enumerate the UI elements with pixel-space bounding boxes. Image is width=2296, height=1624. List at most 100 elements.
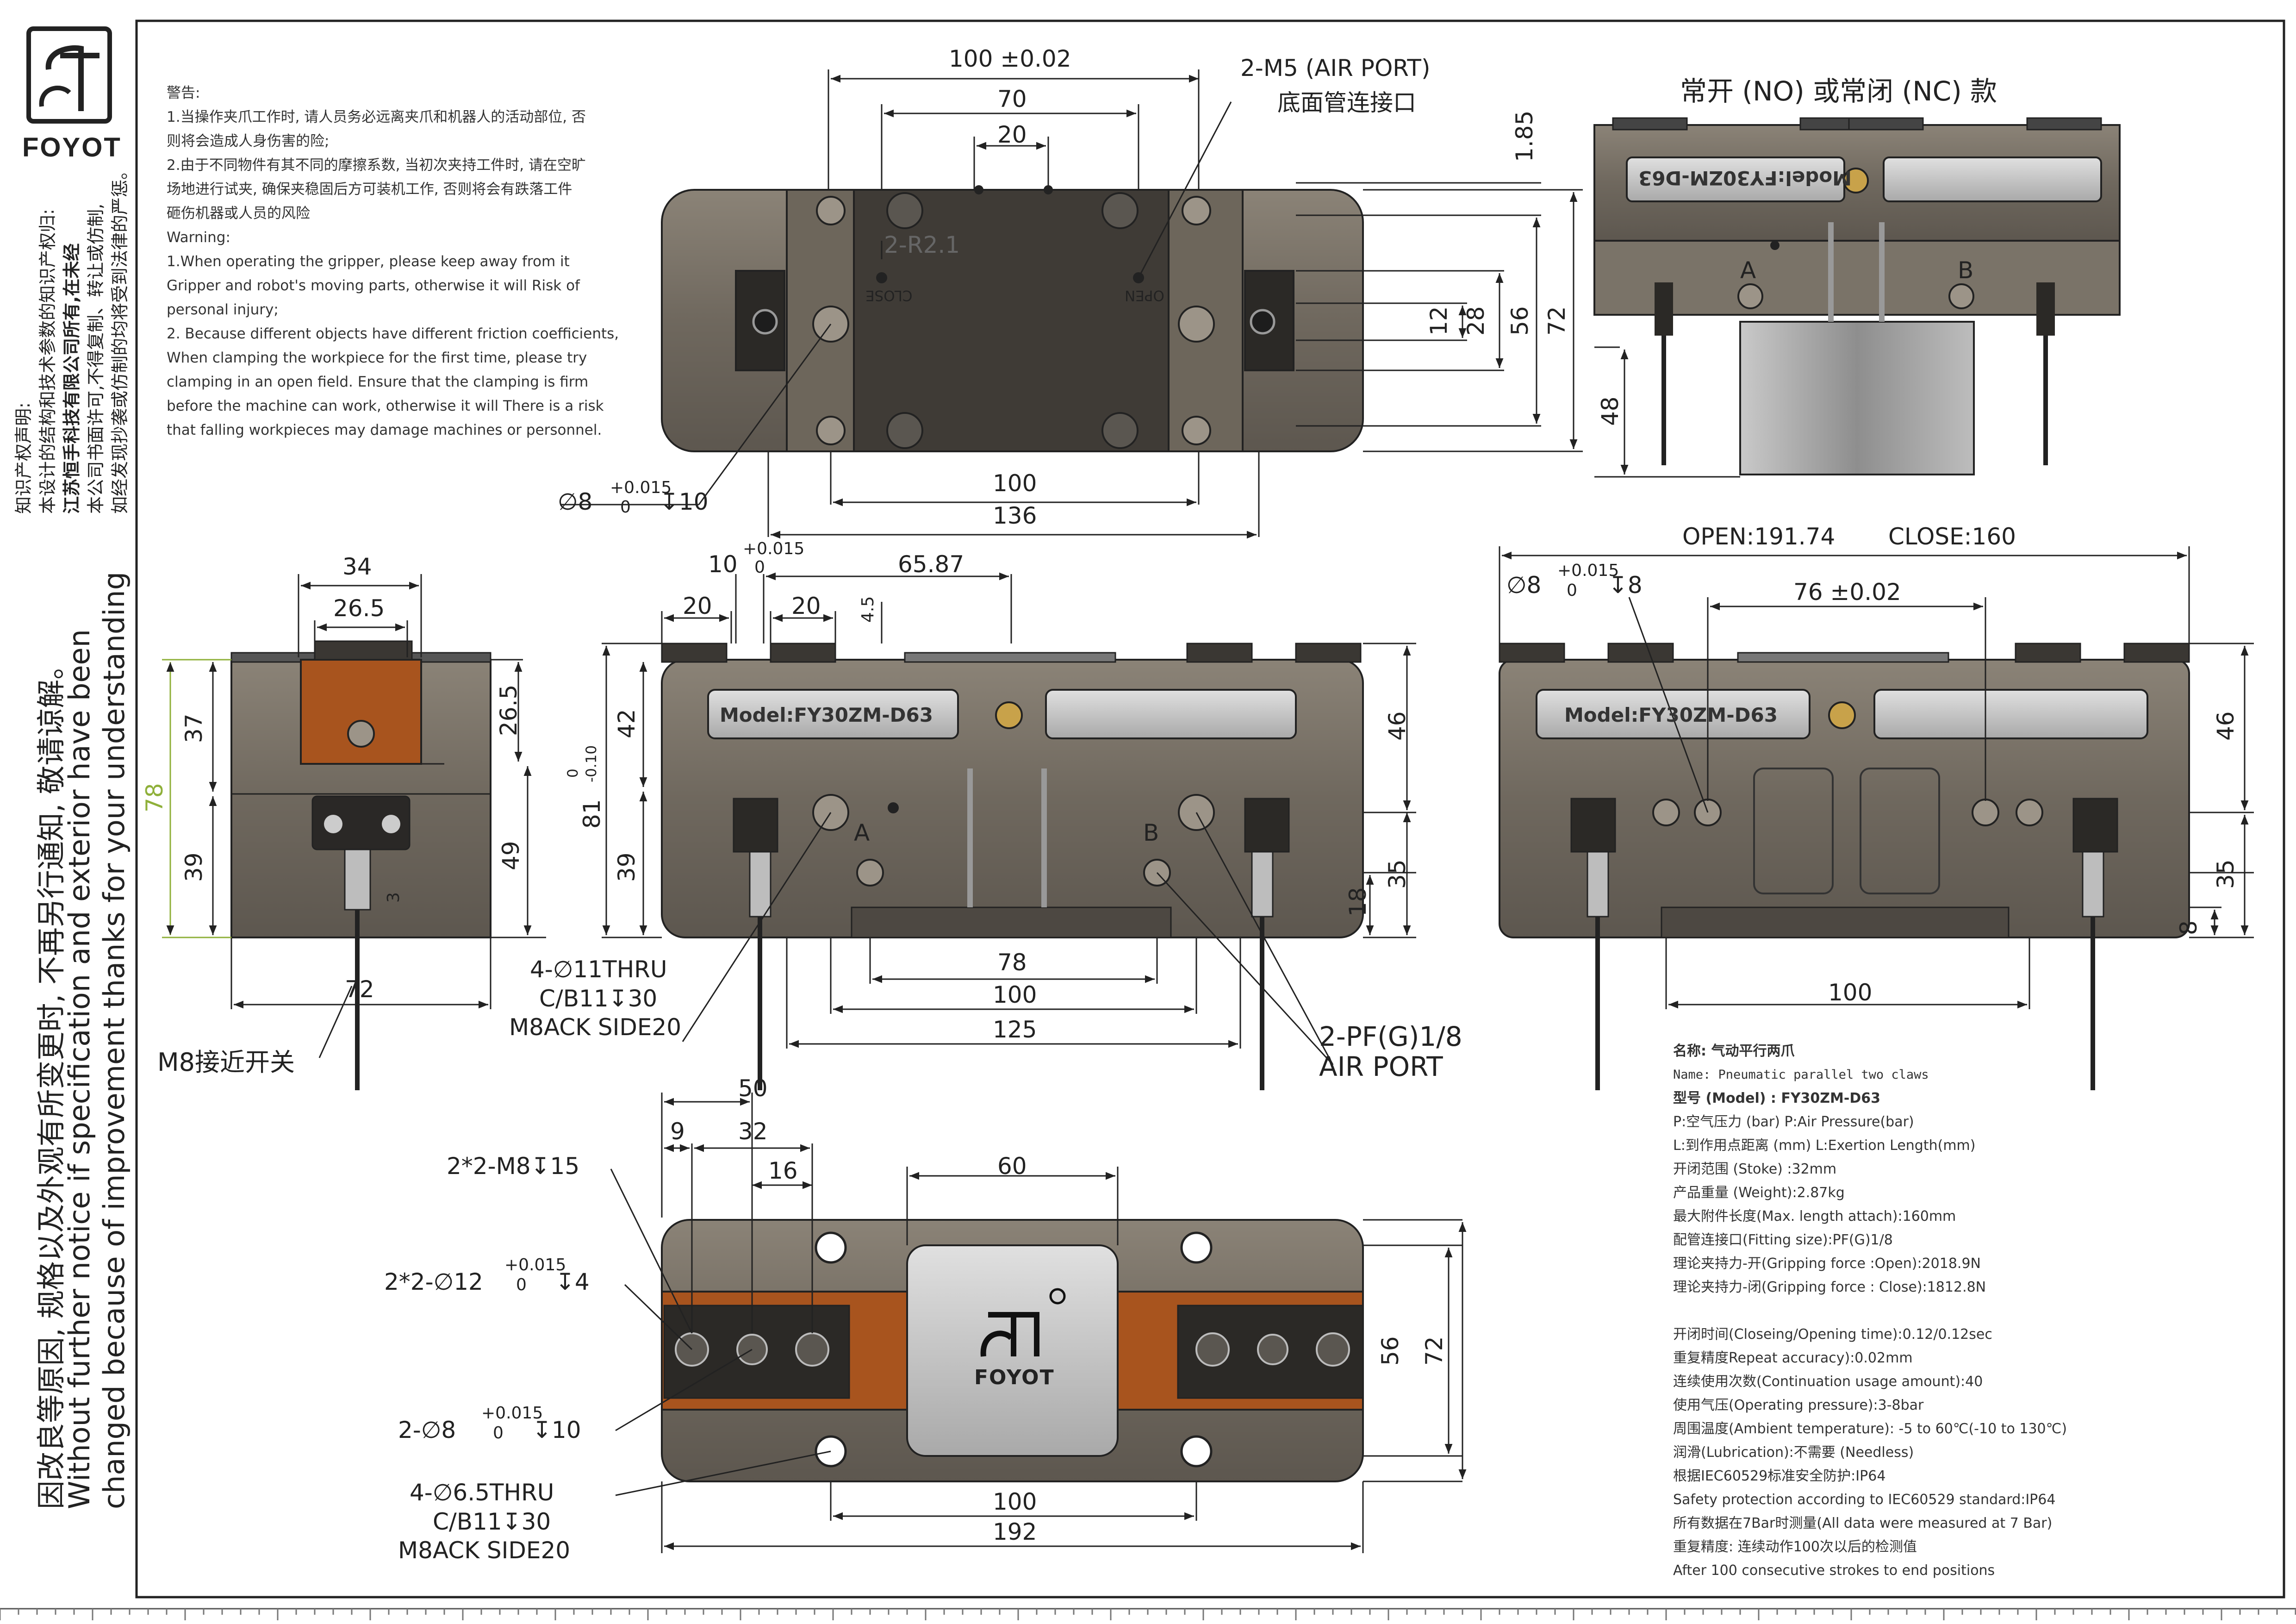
spec-ip-en: Safety protection according to IEC60529 … bbox=[1673, 1492, 2056, 1508]
spec-usage: 连续使用次数(Continuation usage amount):40 bbox=[1673, 1374, 1983, 1390]
dim-192: 192 bbox=[993, 1518, 1037, 1545]
dim-45: 4.5 bbox=[859, 596, 877, 623]
foyot-logo-icon bbox=[26, 26, 112, 124]
pin-tol-up: +0.015 bbox=[610, 478, 672, 497]
open-model-plate: Model:FY30ZM-D63 bbox=[1564, 704, 1778, 726]
close-mark: CLOSE bbox=[865, 287, 913, 304]
warning-en-2c: clamping in an open field. Ensure that t… bbox=[167, 374, 589, 390]
spec-ip-cn: 根据IEC60529标准安全防护:IP64 bbox=[1673, 1468, 1886, 1484]
nc-view bbox=[1593, 117, 2121, 478]
dim-39-front: 39 bbox=[613, 852, 640, 882]
spec-time: 开闭时间(Closeing/Opening time):0.12/0.12sec bbox=[1673, 1326, 1992, 1343]
plate-logo-text: FOYOT bbox=[974, 1366, 1055, 1389]
spec-name-en: Name: Pneumatic parallel two claws bbox=[1673, 1068, 1929, 1082]
spec-temperature: 周围温度(Ambient temperature): -5 to 60℃(-10… bbox=[1673, 1421, 2067, 1437]
copyright-line-2: 本设计的结构和技术参数的知识产权归: bbox=[37, 209, 58, 514]
dim-50: 50 bbox=[738, 1075, 768, 1102]
pf-label-2: AIR PORT bbox=[1319, 1051, 1443, 1082]
dim-136: 136 bbox=[993, 502, 1037, 529]
dim-125: 125 bbox=[993, 1016, 1037, 1043]
dim-12: 12 bbox=[1425, 306, 1452, 336]
dim-20-front-b: 20 bbox=[791, 593, 821, 619]
warning-en-2d: before the machine can work, otherwise i… bbox=[167, 398, 604, 414]
dim-3: 3 bbox=[384, 892, 403, 903]
spec-force-close: 理论夹持力-闭(Gripping force : Close):1812.8N bbox=[1673, 1279, 1986, 1295]
dim-35-front: 35 bbox=[1384, 859, 1411, 889]
brand-name: FOYOT bbox=[22, 132, 122, 162]
dim-100-front: 100 bbox=[993, 981, 1037, 1008]
d8-label: 2-∅8 bbox=[398, 1417, 456, 1443]
warning-cn-2a: 2.由于不同物件有其不同的摩擦系数, 当初次夹持工件时, 请在空旷 bbox=[167, 157, 586, 174]
dim-100-bottom-view: 100 bbox=[993, 1488, 1037, 1515]
warning-cn-2b: 场地进行试夹, 确保夹稳固后方可装机工作, 否则将会有跌落工件 bbox=[167, 181, 572, 198]
foyot-plate-logo-icon bbox=[980, 1288, 1066, 1357]
dim-72-bottom: 72 bbox=[1421, 1336, 1448, 1366]
close-stroke: CLOSE:160 bbox=[1888, 523, 2016, 550]
dim-32: 32 bbox=[738, 1118, 768, 1145]
d8-depth: ↧10 bbox=[532, 1417, 581, 1443]
dim-72: 72 bbox=[1543, 306, 1570, 336]
open-pin-depth: ↧8 bbox=[1608, 572, 1643, 599]
dim-49: 49 bbox=[498, 841, 524, 870]
spec-length-def: L:到作用点距离 (mm) L:Exertion Length(mm) bbox=[1673, 1137, 1976, 1154]
front-view bbox=[602, 572, 1416, 1090]
spec-repeat: 重复精度Repeat accuracy):0.02mm bbox=[1673, 1350, 1913, 1366]
front-model-plate: Model:FY30ZM-D63 bbox=[720, 704, 933, 726]
d12-tol-lo: 0 bbox=[516, 1275, 527, 1294]
warning-title: 警告: bbox=[167, 85, 200, 101]
m8-label: 2*2-M8↧15 bbox=[447, 1153, 580, 1180]
dim-6587: 65.87 bbox=[898, 551, 964, 578]
side-view bbox=[162, 574, 546, 1090]
dim-37: 37 bbox=[180, 713, 207, 743]
dim-28: 28 bbox=[1462, 306, 1489, 336]
d8-tol-up: +0.015 bbox=[481, 1404, 543, 1423]
air-port-label: 2-M5 (AIR PORT) bbox=[1240, 55, 1431, 81]
front-port-a: A bbox=[854, 819, 870, 846]
dim-r21: 2-R2.1 bbox=[884, 231, 960, 258]
dim-48: 48 bbox=[1597, 396, 1624, 426]
warning-en-2e: that falling workpieces may damage machi… bbox=[167, 422, 602, 438]
warning-en-1b: Gripper and robot's moving parts, otherw… bbox=[167, 277, 580, 294]
pin-depth: ↧10 bbox=[660, 488, 709, 515]
dim-100-bottom: 100 bbox=[993, 470, 1037, 497]
dim-70: 70 bbox=[997, 86, 1027, 112]
pf-label-1: 2-PF(G)1/8 bbox=[1319, 1021, 1462, 1052]
dim-8-open: 8 bbox=[2175, 920, 2202, 935]
bottom-thru-1: 4-∅6.5THRU bbox=[410, 1479, 554, 1506]
front-tol-up: +0.015 bbox=[743, 539, 805, 558]
spec-lubrication: 润滑(Lubrication):不需要 (Needless) bbox=[1673, 1444, 1914, 1461]
dim-56-bottom: 56 bbox=[1377, 1336, 1404, 1366]
warning-en-1a: 1.When operating the gripper, please kee… bbox=[167, 253, 570, 270]
dim-46-front: 46 bbox=[1384, 711, 1411, 741]
dim-100-tol: 100 ±0.02 bbox=[949, 45, 1071, 72]
dim-60: 60 bbox=[997, 1153, 1027, 1180]
copyright-line-5: 如经发现抄袭或仿制的均将受到法律的严惩。 bbox=[110, 162, 130, 514]
d12-depth: ↧4 bbox=[555, 1268, 590, 1295]
d12-label: 2*2-∅12 bbox=[384, 1268, 483, 1295]
dim-16: 16 bbox=[768, 1157, 798, 1184]
nc-view-title: 常开 (NO) 或常闭 (NC) 款 bbox=[1680, 75, 1997, 107]
open-pin-dia: ∅8 bbox=[1506, 572, 1542, 599]
dim-46-open: 46 bbox=[2212, 711, 2239, 741]
spec-block: 名称: 气动平行两爪 Name: Pneumatic parallel two … bbox=[1673, 1039, 2067, 1582]
open-mark: OPEN bbox=[1125, 287, 1164, 304]
spec-fitting: 配管连接口(Fitting size):PF(G)1/8 bbox=[1673, 1232, 1893, 1248]
d12-tol-up: +0.015 bbox=[504, 1255, 566, 1274]
thru-label-2: C/B11↧30 bbox=[539, 985, 658, 1012]
copyright-line-3: 江苏恒手科技有限公司所有,在未经 bbox=[62, 243, 82, 514]
dim-100-open: 100 bbox=[1828, 979, 1873, 1006]
sensor-label: M8接近开关 bbox=[157, 1048, 295, 1077]
pin-tol-lo: 0 bbox=[620, 498, 631, 517]
pin-dia: ∅8 bbox=[558, 488, 593, 515]
warning-en-2b: When clamping the workpiece for the firs… bbox=[167, 350, 587, 366]
dim-265-right: 26.5 bbox=[495, 684, 522, 736]
dim-81-tol-a: 0 bbox=[565, 768, 581, 778]
bottom-thru-3: M8ACK SIDE20 bbox=[398, 1537, 571, 1564]
warning-cn-1a: 1.当操作夹爪工作时, 请人员务必远离夹爪和机器人的活动部位, 否 bbox=[167, 109, 586, 125]
front-tol-lo: 0 bbox=[754, 558, 765, 577]
spec-stroke: 开闭范围 (Stoke) :32mm bbox=[1673, 1161, 1837, 1177]
spec-max-length: 最大附件长度(Max. length attach):160mm bbox=[1673, 1208, 1956, 1224]
top-view bbox=[560, 69, 1583, 539]
dim-265-top: 26.5 bbox=[333, 595, 385, 622]
